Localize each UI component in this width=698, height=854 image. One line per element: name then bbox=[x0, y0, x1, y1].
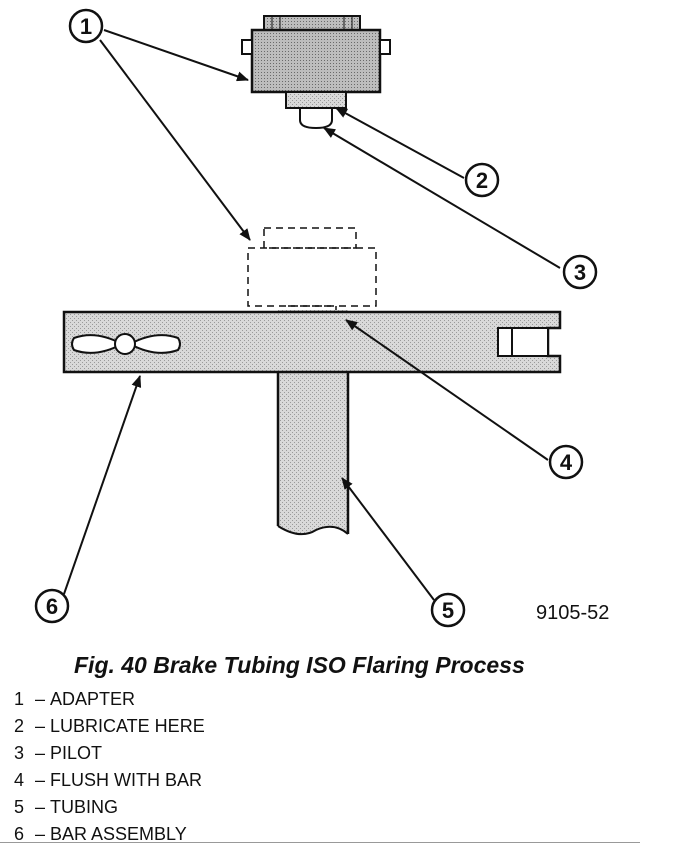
parts-legend: 1–ADAPTER 2–LUBRICATE HERE 3–PILOT 4–FLU… bbox=[14, 686, 205, 848]
callout-1: 1 bbox=[68, 8, 104, 44]
callout-5: 5 bbox=[430, 592, 466, 628]
legend-item-pilot: 3–PILOT bbox=[14, 743, 103, 763]
svg-text:6: 6 bbox=[46, 594, 58, 619]
bottom-divider bbox=[0, 842, 640, 843]
legend-item-flush: 4–FLUSH WITH BAR bbox=[14, 770, 203, 790]
callout-6: 6 bbox=[34, 588, 70, 624]
adapter-part bbox=[241, 15, 391, 130]
svg-text:2: 2 bbox=[476, 168, 488, 193]
svg-text:3: 3 bbox=[574, 260, 586, 285]
svg-text:1: 1 bbox=[80, 14, 92, 39]
leader-lines bbox=[63, 29, 561, 601]
legend-item-lubricate: 2–LUBRICATE HERE bbox=[14, 716, 205, 736]
legend-item-tubing: 5–TUBING bbox=[14, 797, 119, 817]
callout-3: 3 bbox=[562, 254, 598, 290]
legend-item-bar-assembly: 6–BAR ASSEMBLY bbox=[14, 824, 187, 844]
callout-2: 2 bbox=[464, 162, 500, 198]
figure-caption: Fig. 40 Brake Tubing ISO Flaring Process bbox=[74, 652, 525, 678]
flaring-process-diagram: 1 2 3 4 5 6 9105-52 bbox=[34, 8, 609, 628]
figure-code: 9105-52 bbox=[536, 602, 609, 624]
svg-text:4: 4 bbox=[560, 450, 573, 475]
callout-4: 4 bbox=[548, 444, 584, 480]
svg-text:5: 5 bbox=[442, 598, 454, 623]
legend-item-adapter: 1–ADAPTER bbox=[14, 689, 136, 709]
bar-assembly-part bbox=[62, 310, 562, 374]
